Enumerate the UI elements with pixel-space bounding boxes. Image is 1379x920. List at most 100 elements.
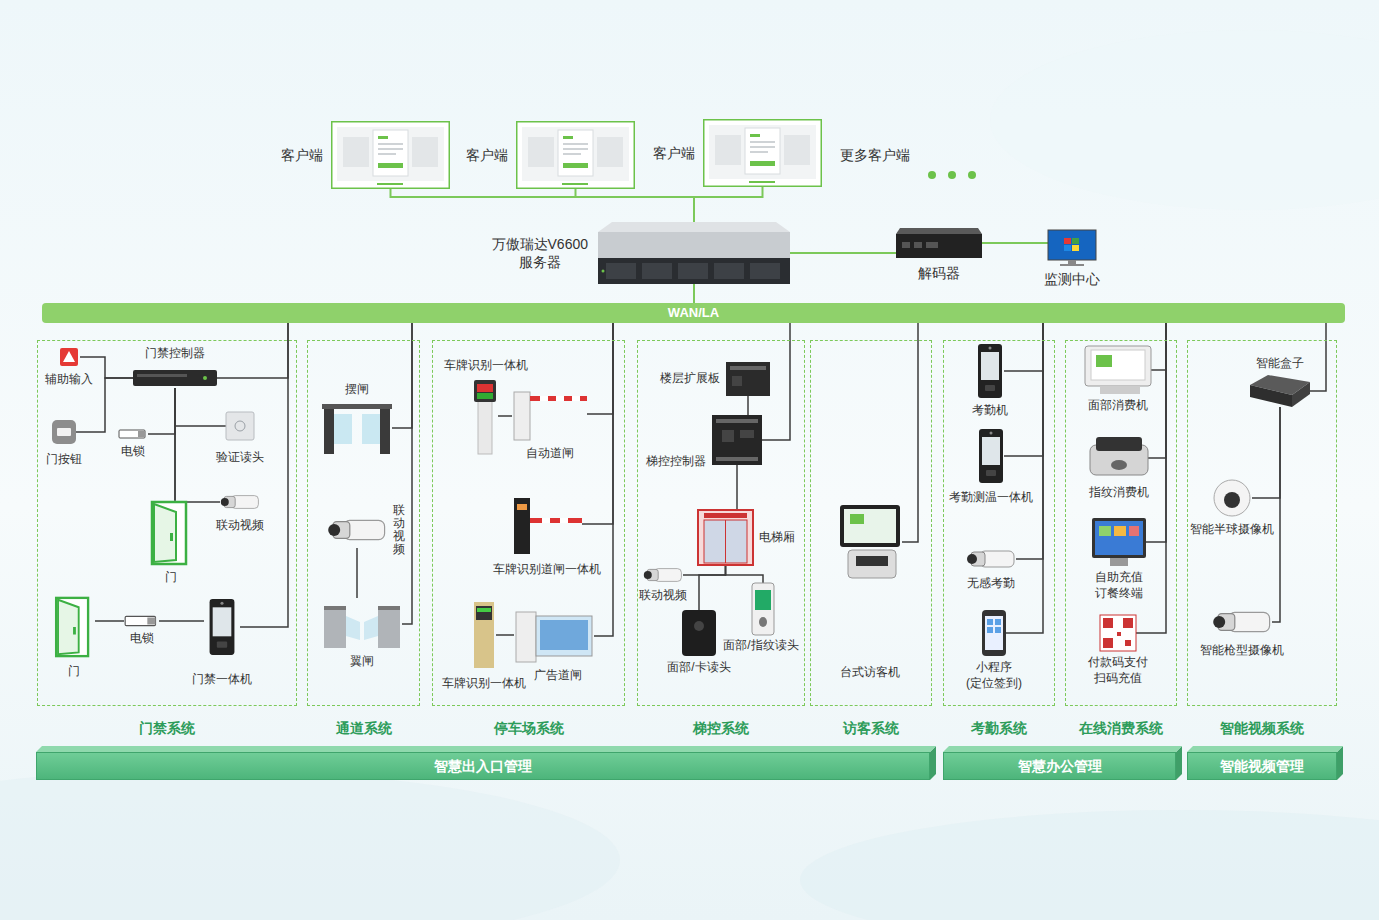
connector-line <box>693 284 695 303</box>
pos-terminal: 指纹消费机 <box>1090 435 1148 481</box>
connector-line <box>1004 323 1043 371</box>
alarm-icon-part <box>60 348 78 366</box>
elevator-car-art-part <box>725 520 726 563</box>
connector-line <box>402 323 412 624</box>
bullet-camera: 智能枪型摄像机 <box>1212 605 1272 639</box>
wing-gate-art-part <box>378 606 400 610</box>
connector-line <box>982 242 1048 244</box>
controller-art-part <box>137 374 187 377</box>
card-reader: 面部/卡读头 <box>682 610 716 656</box>
device-label: 广告道闸 <box>534 668 582 684</box>
lpr-barrier-art-part <box>514 498 530 554</box>
subsystem-box: 门禁系统辅助输入门按钮门禁控制器电锁验证读头联动视频门门电锁门禁一体机 <box>37 340 297 706</box>
recharge-kiosk-art-part <box>1095 521 1143 555</box>
phone-art-part <box>995 627 1001 633</box>
client-screen-art <box>332 122 450 189</box>
group-heading: 门禁系统 <box>139 719 195 737</box>
connector-line <box>148 388 175 434</box>
connector-line <box>391 189 695 222</box>
device-label: 联动视频 <box>639 588 687 604</box>
qr-code: 付款码支付 扫码充值 <box>1100 615 1136 651</box>
lpr-pole-art <box>474 380 496 454</box>
more-dots-part <box>928 171 936 179</box>
device-label: 小程序 (定位签到) <box>966 660 1022 691</box>
server-art-part <box>606 263 636 279</box>
visitor-kiosk-art-part <box>856 556 888 566</box>
server-art-part <box>598 222 790 232</box>
connector-line <box>699 565 726 610</box>
background-swirl-part <box>800 810 1379 920</box>
monitor-art-part <box>1068 260 1076 264</box>
recharge-kiosk-art-part <box>1099 526 1111 536</box>
decoder: 解码器 <box>896 228 982 258</box>
device-label: 面部消费机 <box>1088 398 1148 414</box>
barrier-art-part <box>540 396 548 401</box>
device-label: 无感考勤 <box>967 576 1015 592</box>
connector-line <box>594 323 613 636</box>
swing-gate-art <box>322 404 392 454</box>
qr-code-art-part <box>1117 632 1121 636</box>
recharge-kiosk: 自助充值 订餐终端 <box>1092 518 1146 566</box>
group-heading: 停车场系统 <box>494 719 564 737</box>
alarm-icon-part <box>63 351 75 362</box>
dome-camera-art-part <box>1224 492 1240 508</box>
barrier-gate: 自动道闸 <box>512 388 587 440</box>
reader-art-part <box>226 412 254 440</box>
elevator-controller-art-part <box>722 430 734 442</box>
connector-line <box>1310 323 1326 391</box>
lpr-pole-art-part <box>476 606 492 620</box>
pos-terminal: 面部消费机 <box>1085 346 1151 394</box>
fingerprint-pos-art <box>1090 437 1148 475</box>
wing-gate-art-part <box>378 610 400 648</box>
connector-line <box>582 323 613 524</box>
more-dots-part <box>948 171 956 179</box>
ad-barrier-art-part <box>540 620 588 650</box>
group-heading: 考勤系统 <box>971 719 1027 737</box>
device-label: 客户端 <box>281 146 323 164</box>
camera: 联动视频 <box>327 512 387 548</box>
camera: 无感考勤 <box>966 548 1016 570</box>
swing-gate-art-part <box>380 409 390 454</box>
fingerprint-reader-art-part <box>755 590 771 610</box>
category-band: 智慧出入口管理 <box>36 752 930 780</box>
device-label: 客户端 <box>653 144 695 162</box>
lpr-pole-art-part <box>477 608 491 612</box>
elevator-controller-art-part <box>716 419 758 423</box>
monitor-art-part <box>1060 264 1084 266</box>
button-icon-part <box>52 420 76 444</box>
connector-line <box>392 323 412 428</box>
connector-line <box>683 565 726 575</box>
connector-line <box>726 565 764 583</box>
subsystem-box: 停车场系统车牌识别一体机自动道闸车牌识别道闸一体机车牌识别一体机广告道闸 <box>432 340 625 706</box>
connector-line <box>496 634 514 636</box>
connector-line <box>1016 323 1043 559</box>
button-icon-part <box>57 428 71 436</box>
server: 万傲瑞达V6600 服务器 <box>598 222 790 284</box>
device-label: 门 <box>68 664 80 680</box>
group-heading: 在线消费系统 <box>1079 719 1163 737</box>
lpr-pole-art-part <box>477 384 493 392</box>
band-lip <box>36 746 1343 780</box>
fingerprint-reader: 面部/指纹读头 <box>752 583 774 635</box>
monitor-art-part <box>1072 238 1079 244</box>
controller-art-part <box>203 376 207 380</box>
connector-line <box>1252 407 1280 498</box>
extension-board-art-part <box>730 366 766 370</box>
group-heading: 智能视频系统 <box>1220 719 1304 737</box>
connector-line <box>95 620 124 622</box>
lpr-camera: 车牌识别一体机 <box>472 600 496 670</box>
lock-art <box>119 430 145 438</box>
device-label: 台式访客机 <box>840 665 900 681</box>
device-label: 联动视频 <box>393 504 405 557</box>
decoder-art-part <box>926 242 938 248</box>
server-art-part <box>750 263 780 279</box>
controller-art <box>133 370 217 386</box>
card-reader-art-part <box>694 621 704 631</box>
fingerprint-reader-art <box>752 583 774 635</box>
visitor-kiosk-art-part <box>850 514 864 524</box>
recharge-kiosk-art-part <box>1114 526 1126 536</box>
server-art-part <box>642 263 672 279</box>
connector-line <box>174 388 176 500</box>
device-label: 自助充值 订餐终端 <box>1095 570 1143 601</box>
